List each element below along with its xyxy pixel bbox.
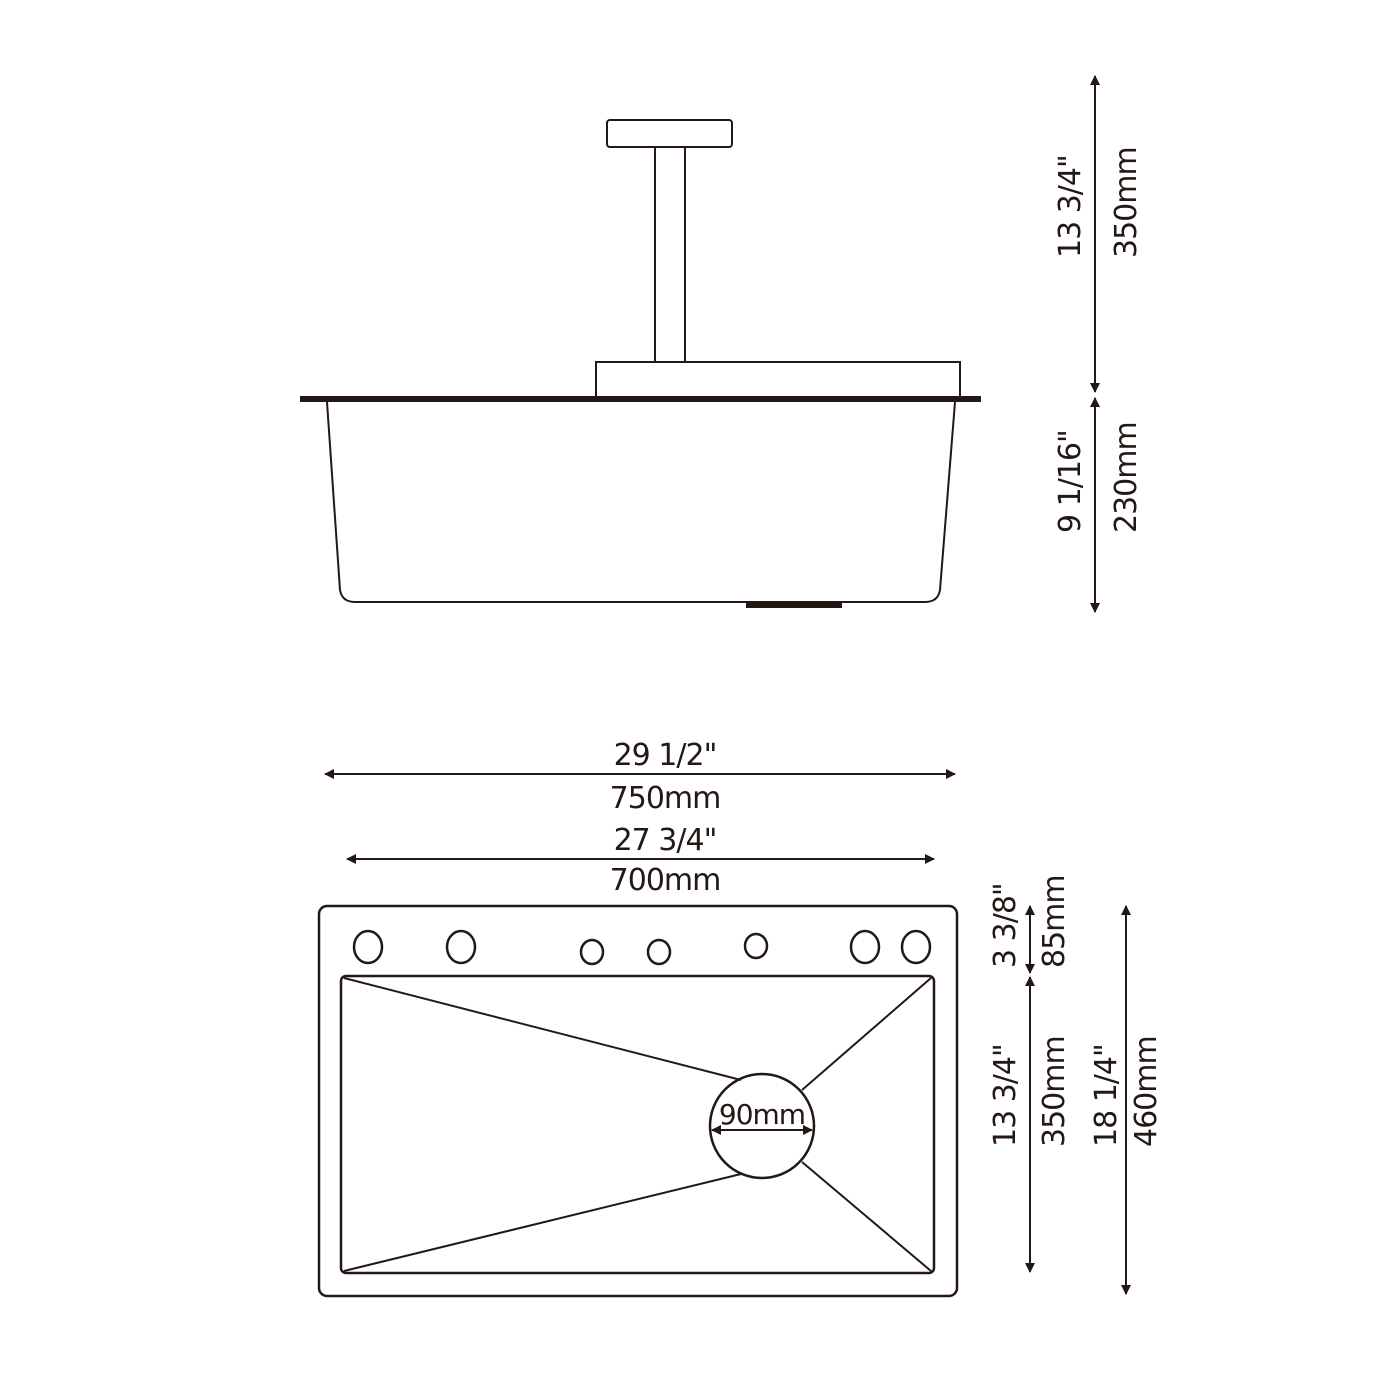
overall-length-inch-label: 18 1/4" xyxy=(1089,1044,1124,1147)
side-view xyxy=(300,119,981,608)
overall-length-mm-label: 460mm xyxy=(1129,1036,1164,1147)
countertop-rim xyxy=(300,396,981,402)
bowl-length-mm-label: 350mm xyxy=(1037,1036,1072,1147)
deck-depth-mm-label: 85mm xyxy=(1037,875,1072,968)
hole-3 xyxy=(579,938,605,966)
overall-width-inch-label: 29 1/2" xyxy=(614,738,717,773)
faucet-handle xyxy=(606,119,733,148)
hole-7 xyxy=(900,929,932,965)
top-view xyxy=(317,904,959,1298)
hole-2 xyxy=(445,929,477,965)
sink-bowl-profile xyxy=(326,401,956,603)
overall-width-mm-label: 750mm xyxy=(610,781,721,816)
faucet-holes xyxy=(352,929,932,966)
width-dimensions xyxy=(324,769,956,864)
bowl-depth-inch-label: 9 1/16" xyxy=(1053,430,1088,533)
bowl-width-mm-label: 700mm xyxy=(610,863,721,898)
sink-outer-frame xyxy=(317,904,959,1298)
bowl-depth-mm-label: 230mm xyxy=(1109,422,1144,533)
bowl-slope-lines xyxy=(343,977,932,1272)
faucet-height-mm-label: 350mm xyxy=(1109,147,1144,258)
hole-4 xyxy=(646,938,672,966)
drain-circle xyxy=(708,1072,816,1180)
drain-outlet xyxy=(746,602,842,608)
hole-1 xyxy=(352,929,384,965)
bowl-length-inch-label: 13 3/4" xyxy=(988,1044,1023,1147)
faucet-height-inch-label: 13 3/4" xyxy=(1053,155,1088,258)
hole-5 xyxy=(743,932,769,960)
deck-depth-inch-label: 3 3/8" xyxy=(988,883,1023,968)
length-dimensions xyxy=(1025,905,1131,1295)
drain-diameter-label: 90mm xyxy=(719,1098,805,1131)
bowl-width-inch-label: 27 3/4" xyxy=(614,823,717,858)
bowl-inner-rect xyxy=(339,974,936,1275)
faucet-base-platform xyxy=(595,361,961,398)
hole-6 xyxy=(849,929,881,965)
